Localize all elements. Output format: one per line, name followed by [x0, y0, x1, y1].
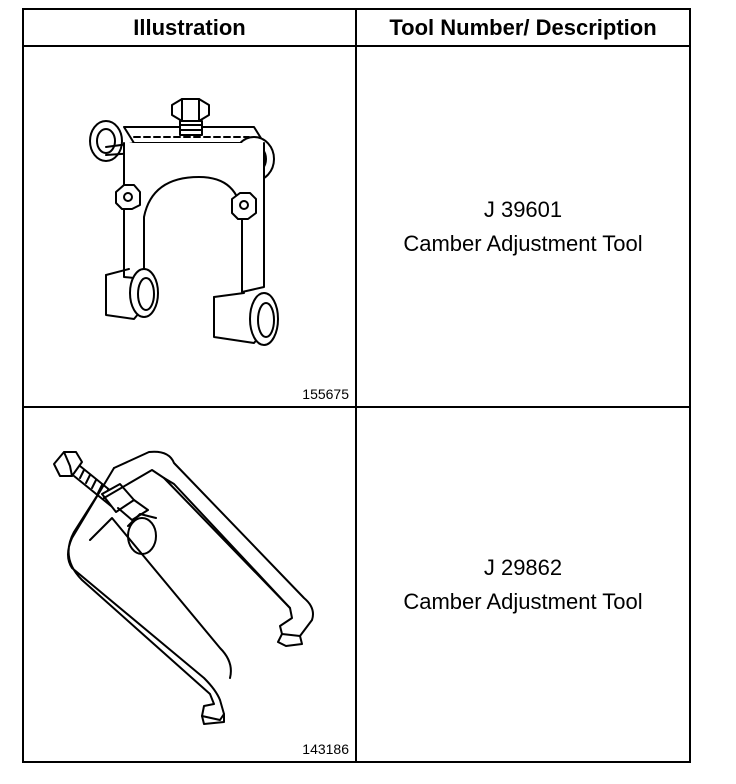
figure-number: 143186	[302, 741, 349, 757]
tool-number: J 39601	[483, 196, 563, 222]
tool-number: J 29862	[483, 554, 563, 580]
tool-description: Camber Adjustment Tool	[403, 230, 643, 256]
header-tool-description: Tool Number/ Description	[389, 14, 657, 40]
description-cell-2: J 29862 Camber Adjustment Tool	[357, 408, 689, 761]
tool-description: Camber Adjustment Tool	[403, 588, 643, 614]
illustration-cell-2: 143186	[24, 408, 355, 761]
row-divider	[24, 406, 689, 408]
column-divider	[355, 10, 357, 761]
figure-number: 155675	[302, 386, 349, 402]
tool-table: Illustration Tool Number/ Description	[22, 8, 691, 763]
header-illustration: Illustration	[133, 14, 246, 40]
header-divider	[24, 45, 689, 47]
illustration-cell-1: 155675	[24, 47, 355, 406]
description-cell-1: J 39601 Camber Adjustment Tool	[357, 47, 689, 406]
camber-tool-j39601-drawing	[89, 98, 279, 346]
camber-tool-j29862-drawing	[53, 450, 314, 725]
